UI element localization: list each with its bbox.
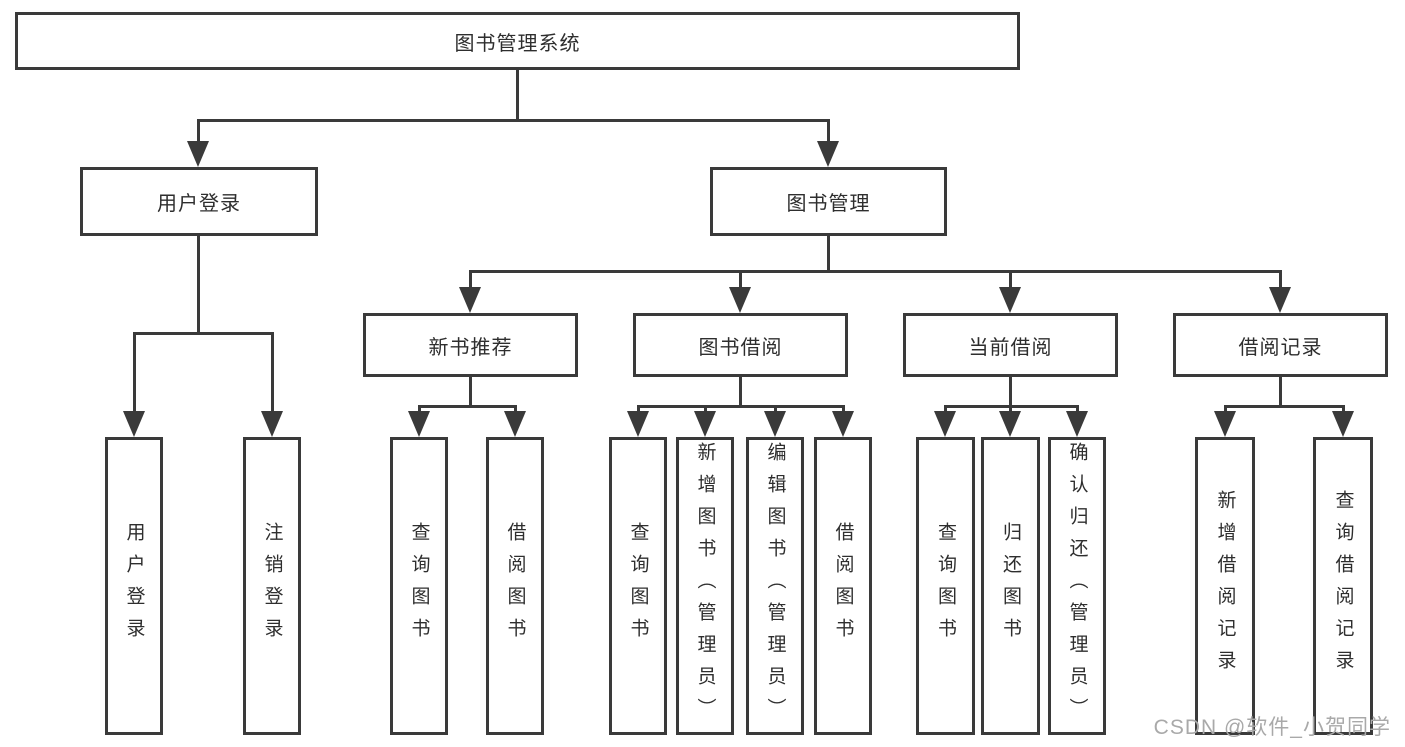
leaf-label: 确认归还（管理员） [1066, 442, 1088, 730]
connector-rail [1224, 405, 1344, 408]
connector-rail [418, 405, 517, 408]
leaf-label: 借阅图书 [832, 522, 854, 650]
connector-shaft [197, 119, 200, 143]
connector-stem [827, 236, 830, 273]
leaf-query-borrow-record: 查询借阅记录 [1313, 437, 1373, 735]
arrow-down-icon [817, 141, 839, 167]
leaf-borrow-books-recommend: 借阅图书 [486, 437, 544, 735]
leaf-label: 借阅图书 [504, 522, 526, 650]
arrow-down-icon [1214, 411, 1236, 437]
leaf-add-books-admin: 新增图书（管理员） [676, 437, 734, 735]
node-book-management: 图书管理 [710, 167, 947, 236]
connector-rail [197, 119, 830, 122]
arrow-down-icon [123, 411, 145, 437]
arrow-down-icon [187, 141, 209, 167]
leaf-query-books-current: 查询图书 [916, 437, 975, 735]
leaf-query-books-recommend: 查询图书 [390, 437, 448, 735]
leaf-borrow-books: 借阅图书 [814, 437, 872, 735]
leaf-query-books-borrowing: 查询图书 [609, 437, 667, 735]
connector-shaft [271, 332, 274, 413]
connector-shaft [774, 405, 777, 413]
connector-shaft [739, 270, 742, 289]
connector-shaft [1009, 270, 1012, 289]
connector-shaft [1076, 405, 1079, 413]
connector-shaft [514, 405, 517, 413]
node-user-login: 用户登录 [80, 167, 318, 236]
arrow-down-icon [999, 287, 1021, 313]
connector-shaft [1342, 405, 1345, 413]
arrow-down-icon [1269, 287, 1291, 313]
connector-shaft [469, 270, 472, 289]
leaf-label: 新增图书（管理员） [694, 442, 716, 730]
leaf-label: 查询图书 [935, 522, 956, 650]
arrow-down-icon [459, 287, 481, 313]
connector-rail [133, 332, 274, 335]
arrow-down-icon [1332, 411, 1354, 437]
leaf-label: 查询图书 [408, 522, 430, 650]
leaf-label: 新增借阅记录 [1214, 490, 1236, 682]
arrow-down-icon [504, 411, 526, 437]
leaf-add-borrow-record: 新增借阅记录 [1195, 437, 1255, 735]
connector-shaft [842, 405, 845, 413]
connector-shaft [133, 332, 136, 413]
arrow-down-icon [1066, 411, 1088, 437]
connector-shaft [637, 405, 640, 413]
node-current-borrowing: 当前借阅 [903, 313, 1118, 377]
arrow-down-icon [934, 411, 956, 437]
leaf-user-login: 用户登录 [105, 437, 163, 735]
csdn-watermark: CSDN @软件_小贺同学 [1153, 716, 1391, 739]
node-new-book-recommend: 新书推荐 [363, 313, 578, 377]
connector-rail [637, 405, 845, 408]
connector-rail [469, 270, 1281, 273]
node-book-borrowing: 图书借阅 [633, 313, 848, 377]
leaf-label: 归还图书 [1000, 522, 1021, 650]
connector-shaft [418, 405, 421, 413]
leaf-confirm-return-admin: 确认归还（管理员） [1048, 437, 1106, 735]
arrow-down-icon [261, 411, 283, 437]
node-library-system: 图书管理系统 [15, 12, 1020, 70]
node-borrowing-records: 借阅记录 [1173, 313, 1388, 377]
leaf-label: 查询借阅记录 [1332, 490, 1354, 682]
connector-shaft [944, 405, 947, 413]
connector-stem [516, 70, 519, 122]
connector-shaft [1009, 405, 1012, 413]
arrow-down-icon [408, 411, 430, 437]
connector-stem [469, 377, 472, 408]
connector-shaft [1224, 405, 1227, 413]
leaf-logout: 注销登录 [243, 437, 301, 735]
arrow-down-icon [729, 287, 751, 313]
arrow-down-icon [832, 411, 854, 437]
arrow-down-icon [627, 411, 649, 437]
connector-stem [197, 236, 200, 335]
connector-stem [1279, 377, 1282, 408]
connector-shaft [1279, 270, 1282, 289]
arrow-down-icon [999, 411, 1021, 437]
leaf-label: 用户登录 [123, 522, 145, 650]
arrow-down-icon [764, 411, 786, 437]
connector-shaft [827, 119, 830, 143]
leaf-edit-books-admin: 编辑图书（管理员） [746, 437, 804, 735]
connector-stem [739, 377, 742, 408]
leaf-label: 查询图书 [627, 522, 649, 650]
leaf-label: 注销登录 [261, 522, 283, 650]
connector-shaft [704, 405, 707, 413]
arrow-down-icon [694, 411, 716, 437]
leaf-return-books: 归还图书 [981, 437, 1040, 735]
connector-stem [1009, 377, 1012, 408]
leaf-label: 编辑图书（管理员） [764, 442, 786, 730]
